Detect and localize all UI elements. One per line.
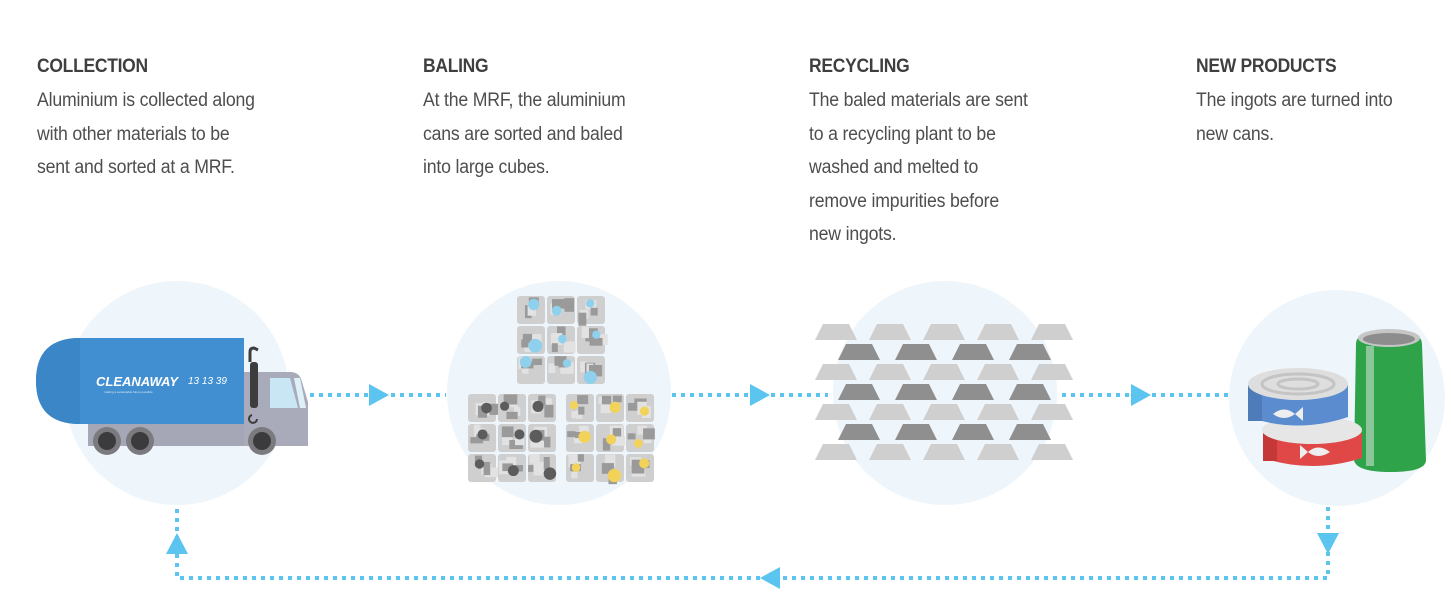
ingot — [923, 324, 965, 340]
ingot — [977, 364, 1019, 380]
ingot — [1009, 344, 1051, 360]
ingot — [895, 424, 937, 440]
desc-line: The ingots are turned into — [1196, 90, 1393, 111]
ingot — [815, 324, 857, 340]
step-description: The baled materials are sent to a recycl… — [809, 84, 1079, 252]
arrow-right-icon — [750, 384, 770, 406]
drink-can — [1354, 329, 1426, 472]
ingot — [1031, 444, 1073, 460]
desc-line: new ingots. — [809, 224, 897, 245]
step-title: NEW PRODUCTS — [1196, 56, 1337, 77]
step-collection: COLLECTION Aluminium is collected along … — [37, 54, 327, 185]
arrow-right-icon — [1131, 384, 1151, 406]
garbage-truck-icon: CLEANAWAY making a sustainable future po… — [36, 338, 308, 455]
desc-line: new cans. — [1196, 123, 1274, 145]
ingot — [977, 444, 1019, 460]
ingot — [838, 384, 880, 400]
ingot — [838, 344, 880, 360]
ingot — [923, 404, 965, 420]
bales-icon — [468, 296, 655, 485]
arrow-down-icon — [1317, 533, 1339, 554]
desc-line: to a recycling plant to be — [809, 123, 996, 145]
ingot — [869, 324, 911, 340]
tin-can-blue — [1248, 368, 1348, 426]
desc-line: washed and melted to — [809, 157, 979, 178]
ingot — [1031, 404, 1073, 420]
ingot — [895, 344, 937, 360]
ingot — [952, 344, 994, 360]
truck-tagline-text: making a sustainable future possible — [104, 390, 153, 394]
flow-connectors — [175, 393, 1330, 580]
desc-line: with other materials to be — [37, 123, 230, 145]
ingot — [838, 424, 880, 440]
bale — [566, 394, 655, 485]
ingot — [952, 384, 994, 400]
flow-arrowheads — [166, 384, 1339, 589]
desc-line: sent and sorted at a MRF. — [37, 157, 235, 178]
bale — [468, 394, 557, 482]
desc-line: The baled materials are sent — [809, 90, 1028, 111]
step-title: COLLECTION — [37, 56, 148, 77]
cans-icon — [1248, 329, 1426, 472]
ingot — [815, 404, 857, 420]
ingot — [869, 404, 911, 420]
truck-phone-text: 13 13 39 — [188, 376, 227, 387]
ingot — [869, 444, 911, 460]
ingot — [895, 384, 937, 400]
bale — [517, 296, 608, 385]
step-description: At the MRF, the aluminium cans are sorte… — [423, 84, 693, 185]
arrow-right-icon — [369, 384, 389, 406]
step-description: Aluminium is collected along with other … — [37, 84, 307, 185]
desc-line: At the MRF, the aluminium — [423, 90, 626, 111]
ingot — [923, 364, 965, 380]
ingot — [1031, 324, 1073, 340]
step-baling: BALING At the MRF, the aluminium cans ar… — [423, 54, 713, 185]
ingot — [923, 444, 965, 460]
ingot — [869, 364, 911, 380]
step-description: The ingots are turned into new cans. — [1196, 84, 1451, 151]
ingot — [952, 424, 994, 440]
ingot — [1031, 364, 1073, 380]
step-title: BALING — [423, 56, 489, 77]
step-title: RECYCLING — [809, 56, 910, 77]
arrow-up-icon — [166, 533, 188, 554]
step-new-products: NEW PRODUCTS The ingots are turned into … — [1196, 54, 1451, 151]
connector-return-loop — [175, 507, 1330, 580]
desc-line: cans are sorted and baled — [423, 123, 623, 145]
step-recycling: RECYCLING The baled materials are sent t… — [809, 54, 1099, 252]
desc-line: into large cubes. — [423, 157, 550, 178]
ingot — [815, 444, 857, 460]
ingot — [815, 364, 857, 380]
arrow-left-icon — [760, 567, 780, 589]
ingots-icon — [815, 324, 1073, 460]
ingot — [977, 324, 1019, 340]
ingot — [1009, 424, 1051, 440]
ingot — [1009, 384, 1051, 400]
desc-line: Aluminium is collected along — [37, 90, 255, 111]
ingot — [977, 404, 1019, 420]
truck-brand-text: CLEANAWAY — [96, 374, 179, 389]
desc-line: remove impurities before — [809, 190, 999, 212]
